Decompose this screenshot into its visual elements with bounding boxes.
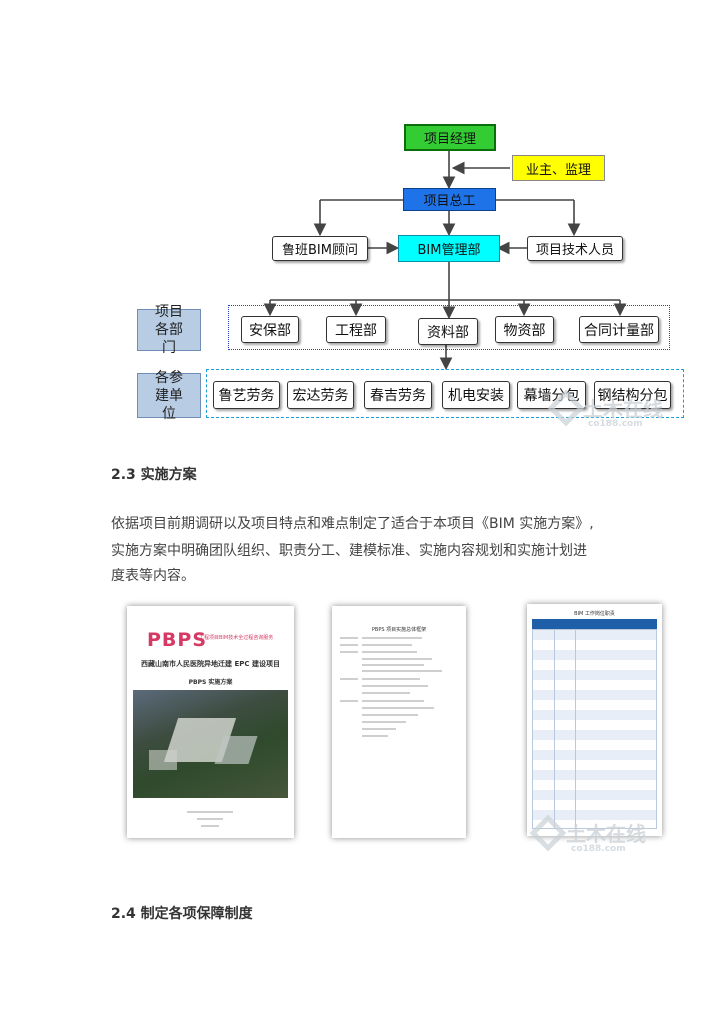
cover-logo-subtitle: 工程项目BIM技术全过程咨询服务 [199, 634, 273, 641]
node-owner-supervisor: 业主、监理 [512, 155, 605, 181]
section-2-4-heading: 2.4 制定各项保障制度 [111, 903, 253, 923]
node-tech-staff: 项目技术人员 [527, 236, 623, 261]
watermark-text-2: 土木在线 [566, 818, 646, 847]
dept-contract-measurement: 合同计量部 [579, 316, 659, 343]
unit-hongda-labor: 宏达劳务 [287, 381, 354, 409]
watermark-subtext-2: co188.com [571, 844, 626, 854]
section-2-3-line-1: 依据项目前期调研以及项目特点和难点制定了适合于本项目《BIM 实施方案》, [111, 512, 594, 537]
section-2-3-heading: 2.3 实施方案 [111, 464, 197, 484]
cover-doc-title: PBPS 实施方案 [127, 677, 294, 686]
thumbnail-duties-table: BIM 工作岗位职责 [527, 604, 662, 836]
node-luban-consultant: 鲁班BIM顾问 [272, 236, 368, 261]
node-chief-engineer: 项目总工 [403, 188, 496, 211]
unit-chunji-labor: 春吉劳务 [364, 381, 432, 409]
units-label: 各参建单位 [137, 373, 201, 418]
node-project-manager: 项目经理 [404, 124, 496, 151]
unit-luyi-labor: 鲁艺劳务 [213, 381, 280, 409]
thumbnail-framework-page: PBPS 项目实施总体框架 [332, 606, 466, 838]
section-2-3-line-3: 度表等内容。 [111, 564, 195, 589]
section-2-3-line-2: 实施方案中明确团队组织、职责分工、建模标准、实施内容规划和实施计划进 [111, 539, 587, 564]
departments-label: 项目各部门 [137, 309, 201, 351]
cover-aerial-render [133, 690, 288, 798]
watermark-subtext: co188.com [588, 419, 643, 429]
dept-materials: 物资部 [495, 316, 554, 343]
node-bim-department: BIM管理部 [398, 235, 500, 262]
dept-documents: 资料部 [418, 318, 478, 345]
dept-engineering: 工程部 [326, 316, 386, 343]
thumbnail-cover-page: PBPS 工程项目BIM技术全过程咨询服务 西藏山南市人民医院异地迁建 EPC … [127, 606, 294, 838]
cover-project-name: 西藏山南市人民医院异地迁建 EPC 建设项目 [133, 659, 288, 669]
framework-title: PBPS 项目实施总体框架 [332, 626, 466, 633]
duties-title: BIM 工作岗位职责 [527, 610, 662, 617]
unit-mep-installation: 机电安装 [442, 381, 510, 409]
watermark-text: 土木在线 [583, 393, 663, 422]
departments-label-text: 项目各部门 [151, 303, 187, 357]
dept-security: 安保部 [241, 316, 299, 343]
units-label-text: 各参建单位 [151, 369, 187, 423]
